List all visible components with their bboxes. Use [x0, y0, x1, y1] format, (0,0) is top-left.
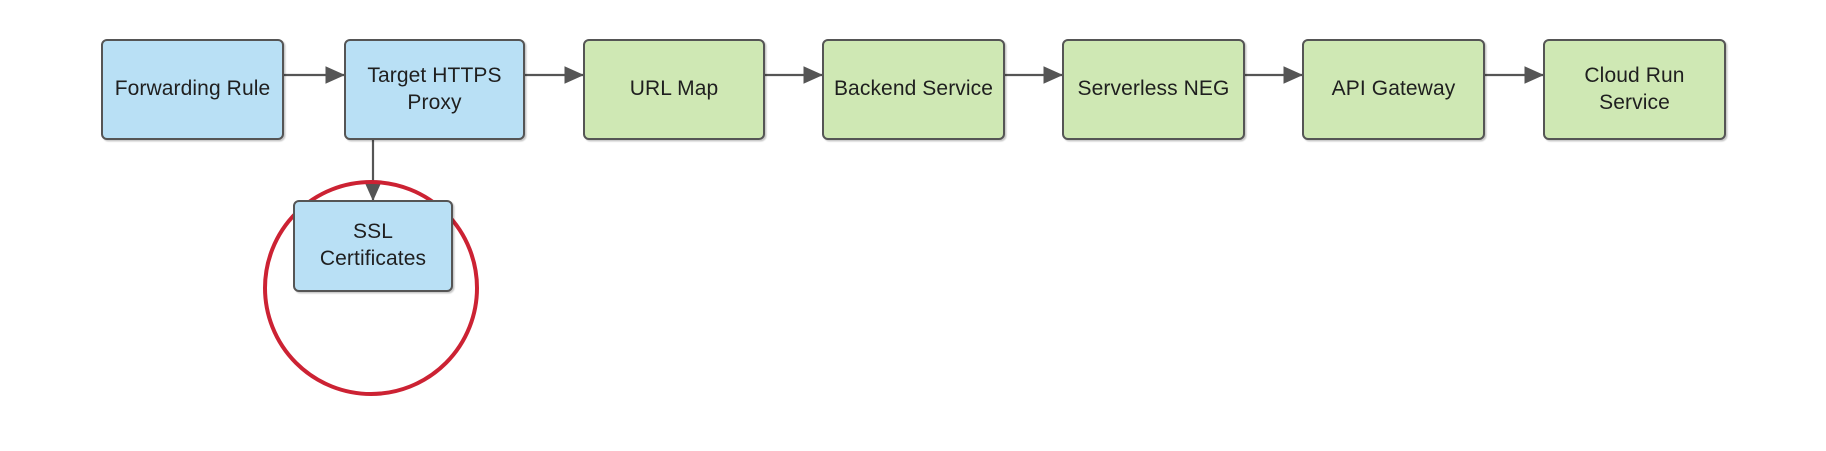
node-label: URL Map — [629, 77, 719, 101]
node-label: Serverless NEG — [1077, 77, 1230, 101]
node-label: Target HTTPS Proxy — [367, 63, 502, 114]
node-serverless-neg[interactable]: Serverless NEG — [1062, 39, 1245, 140]
node-api-gateway[interactable]: API Gateway — [1302, 39, 1485, 140]
node-label: Forwarding Rule — [114, 77, 271, 101]
node-backend-service[interactable]: Backend Service — [822, 39, 1005, 140]
node-label: SSL Certificates — [319, 220, 427, 270]
node-forwarding-rule[interactable]: Forwarding Rule — [101, 39, 284, 140]
node-url-map[interactable]: URL Map — [583, 39, 765, 140]
node-label: Backend Service — [833, 77, 994, 101]
node-label: API Gateway — [1331, 77, 1456, 101]
node-cloud-run-service[interactable]: Cloud Run Service — [1543, 39, 1726, 140]
node-ssl-certificates[interactable]: SSL Certificates — [293, 200, 453, 292]
node-target-https-proxy[interactable]: Target HTTPS Proxy — [344, 39, 525, 140]
node-label: Cloud Run Service — [1584, 63, 1685, 114]
